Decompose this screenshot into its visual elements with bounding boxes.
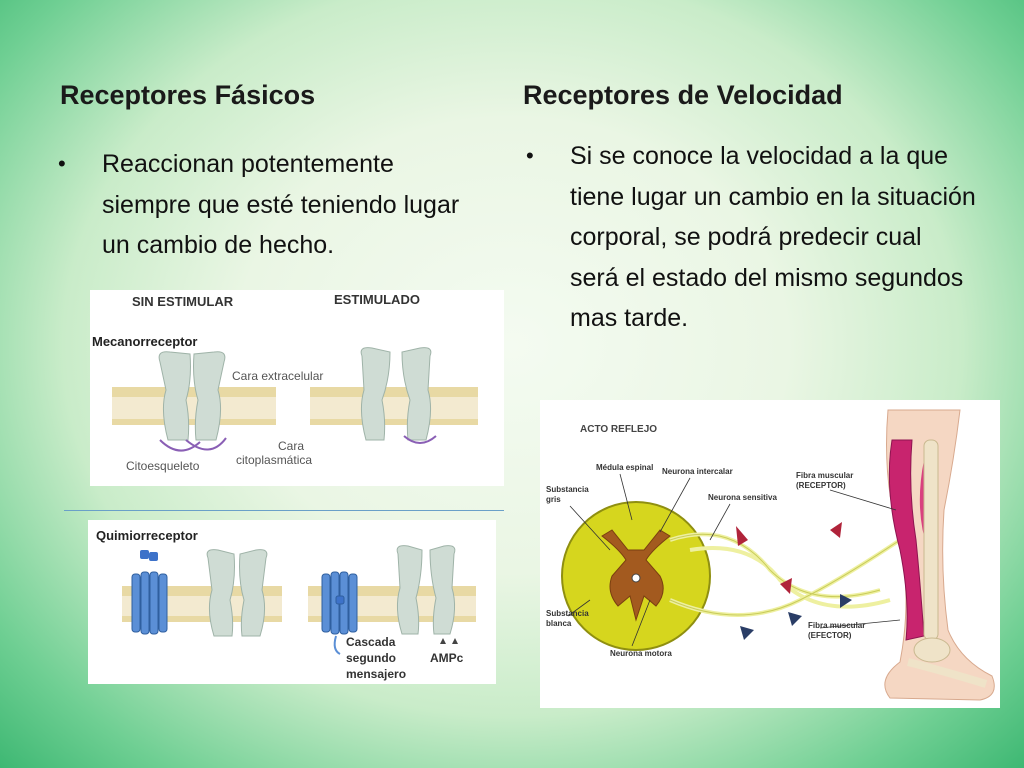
label-neurona-motora: Neurona motora [610,649,672,658]
label-estimulado: ESTIMULADO [334,292,420,307]
label-sustancia-blanca-2: blanca [546,619,572,628]
label-neurona-sensitiva: Neurona sensitiva [708,493,777,502]
spinal-cord [561,501,711,651]
label-neurona-intercalar: Neurona intercalar [662,467,733,476]
label-sustancia-gris-1: Substancia [546,485,589,494]
cascade-arrow-icon [333,635,341,655]
membrane-left [112,387,276,425]
label-cara: Cara [278,439,304,453]
closed-channel [158,351,226,441]
label-fibra-efector-1: Fibra muscular [808,621,865,630]
impulse-arrow-icons [736,522,852,640]
left-heading: Receptores Fásicos [60,80,316,110]
label-cascada: Cascada [346,635,396,649]
label-fibra-receptor-2: (RECEPTOR) [796,481,846,490]
receptor-bundle-right [321,571,358,635]
leg-illustration [884,409,995,701]
chem-channel-right [396,545,456,635]
right-bullet-text: Si se conoce la velocidad a la que tiene… [570,142,976,332]
label-acto-reflejo: ACTO REFLEJO [580,424,657,435]
left-bullet: • Reaccionan potentemente siempre que es… [58,144,488,266]
label-citoplasmatica: citoplasmática [236,453,312,467]
membrane-right [310,387,478,425]
label-segundo: segundo [346,651,396,665]
right-heading: Receptores de Velocidad [523,80,843,110]
label-cara-extracelular: Cara extracelular [232,369,323,383]
label-mecanorreceptor: Mecanorreceptor [92,334,197,349]
label-ampc: AMPc [430,651,464,665]
mechanoreceptor-diagram: SIN ESTIMULAR ESTIMULADO Mecanorreceptor… [90,290,504,486]
label-medula: Médula espinal [596,463,653,472]
bullet-dot-icon: • [58,151,66,176]
open-channel [360,347,432,441]
reflex-arc-diagram: ACTO REFLEJO Médula espinal Neurona inte… [540,400,1000,708]
leader-lines [567,473,901,647]
ampc-marker-icon [440,638,446,644]
label-quimiorreceptor: Quimiorreceptor [96,528,198,543]
label-sustancia-gris-2: gris [546,495,561,504]
divider-line [64,510,504,511]
bullet-dot-icon: • [526,143,534,168]
chem-channel-left [206,549,268,637]
label-fibra-efector-2: (EFECTOR) [808,631,852,640]
ampc-marker-icon [452,638,458,644]
label-citoesqueleto: Citoesqueleto [126,459,200,473]
right-bullet: • Si se conoce la velocidad a la que tie… [526,136,976,339]
label-fibra-receptor-1: Fibra muscular [796,471,853,480]
label-sustancia-blanca-1: Substancia [546,609,589,618]
label-sin-estimular: SIN ESTIMULAR [132,294,234,309]
label-mensajero: mensajero [346,667,406,681]
chemoreceptor-diagram: Quimiorreceptor Cascada segundo mensajer… [88,520,496,684]
left-bullet-text: Reaccionan potentemente siempre que esté… [102,150,460,259]
receptor-bundle-left [131,571,168,635]
ligand-icon [140,550,158,561]
